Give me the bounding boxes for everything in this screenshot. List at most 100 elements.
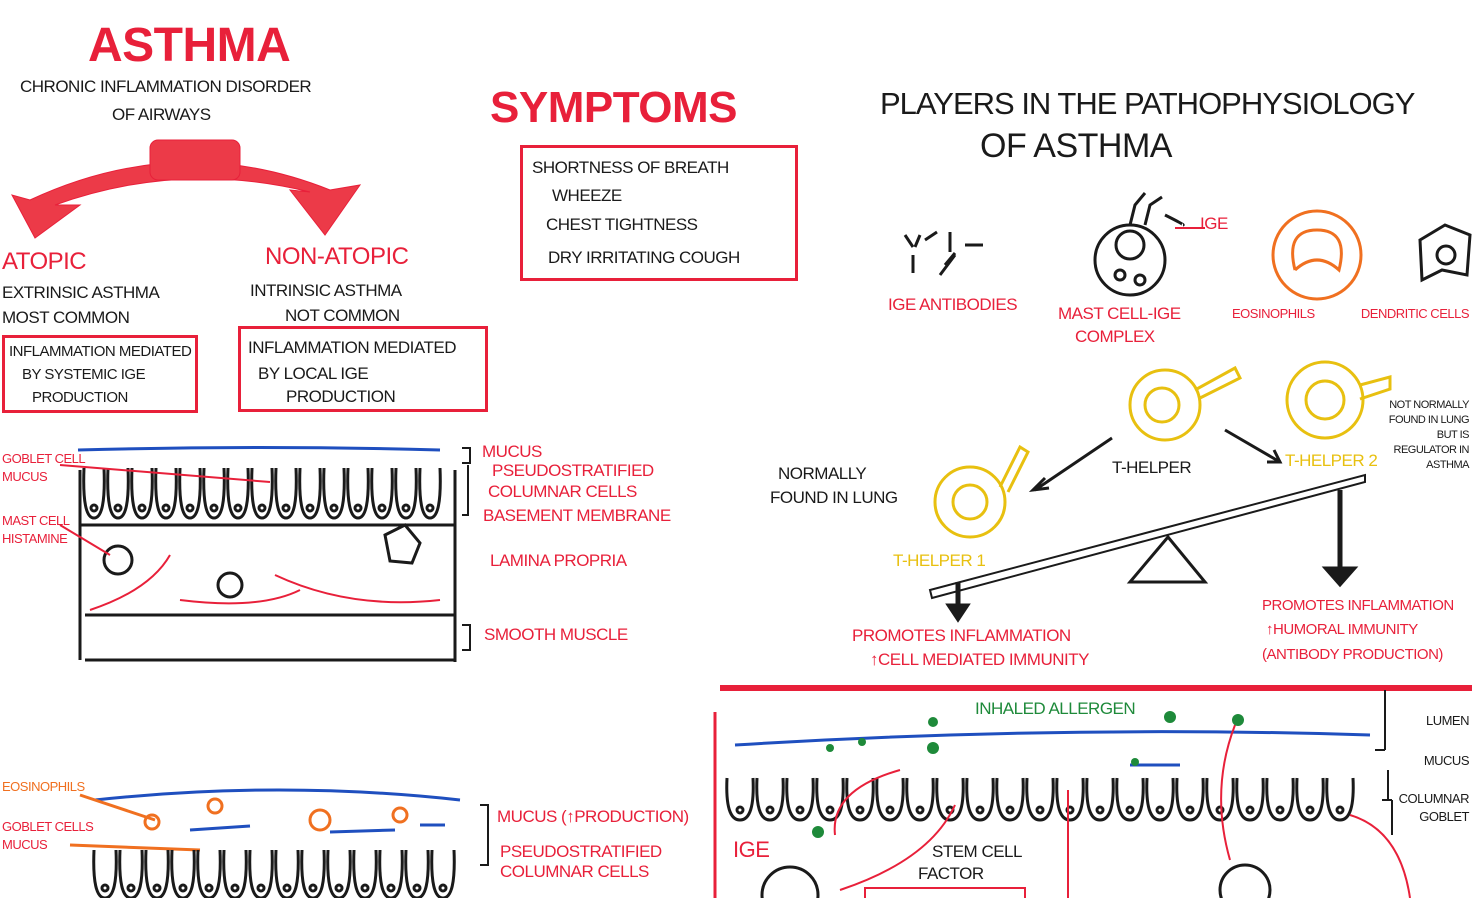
epithelial-cell	[352, 849, 378, 898]
asthmatic-right-label: PSEUDOSTRATIFIED	[500, 842, 662, 861]
asthmatic-right-label: MUCUS (↑PRODUCTION)	[497, 807, 689, 826]
non-atopic-frequency: NOT COMMON	[285, 306, 400, 325]
cell-nucleus	[1035, 805, 1045, 815]
cell-nucleus	[161, 503, 171, 513]
epithelial-cell	[1055, 777, 1085, 822]
asthma-subtitle: CHRONIC INFLAMMATION DISORDER	[20, 77, 312, 96]
epithelial-cell	[1205, 777, 1235, 822]
eosinophils-label: EOSINOPHILS	[2, 779, 85, 794]
cell-nucleus	[1305, 805, 1315, 815]
mast-cell-label-2: COMPLEX	[1075, 327, 1155, 346]
columnar-label: COLUMNAR	[1398, 791, 1470, 806]
cell-nucleus	[1335, 805, 1345, 815]
airway-right-label: BASEMENT MEMBRANE	[483, 506, 671, 525]
cell-nucleus	[915, 805, 925, 815]
epithelial-cell	[298, 467, 322, 520]
epithelial-cell	[82, 467, 106, 520]
cell-nucleus	[185, 503, 195, 513]
t-helper-seesaw	[928, 360, 1392, 623]
epithelial-cell	[1295, 777, 1325, 822]
cell-nucleus	[386, 883, 396, 893]
cell-nucleus	[1095, 805, 1105, 815]
epithelial-cell	[250, 467, 274, 520]
goblet-label: GOBLET	[1419, 809, 1469, 824]
th2-note: BUT IS	[1436, 429, 1470, 441]
eosinophils-player-label: EOSINOPHILS	[1232, 306, 1315, 321]
cell-nucleus	[113, 503, 123, 513]
epithelial-cell	[1175, 777, 1205, 822]
epithelial-cell	[394, 467, 418, 520]
epithelial-cell	[418, 467, 442, 520]
epithelial-cell	[1265, 777, 1295, 822]
epithelial-cell	[378, 849, 404, 898]
epithelial-cell	[965, 777, 995, 822]
cell-nucleus	[230, 883, 240, 893]
cell-nucleus	[257, 503, 267, 513]
symptom-item: DRY IRRITATING COUGH	[548, 248, 740, 267]
cell-nucleus	[178, 883, 188, 893]
asthmatic-right-label: COLUMNAR CELLS	[500, 862, 649, 881]
epithelial-cell	[370, 467, 394, 520]
epithelial-cell	[1115, 777, 1145, 822]
epithelial-cell	[322, 467, 346, 520]
cell-nucleus	[329, 503, 339, 513]
th1-effect: ↑CELL MEDIATED IMMUNITY	[870, 650, 1089, 669]
players-title: PLAYERS IN THE PATHOPHYSIOLOGY	[880, 86, 1415, 121]
epithelial-cell	[785, 777, 815, 822]
epithelial-cell	[130, 467, 154, 520]
cell-nucleus	[975, 805, 985, 815]
t-helper-2-label: T-HELPER 2	[1285, 451, 1378, 470]
cell-nucleus	[137, 503, 147, 513]
epithelial-cell	[1325, 777, 1355, 822]
symptom-item: WHEEZE	[552, 186, 622, 205]
th2-effect: PROMOTES INFLAMMATION	[1262, 597, 1454, 614]
cell-nucleus	[89, 503, 99, 513]
classification-arrow	[11, 139, 362, 239]
symptoms-title: SYMPTOMS	[490, 83, 738, 132]
atopic-title: ATOPIC	[2, 248, 87, 275]
cell-nucleus	[1005, 805, 1015, 815]
ige-pointer-label: IgE	[1200, 214, 1228, 233]
airway-right-label: COLUMNAR CELLS	[488, 482, 637, 501]
symptoms-box	[520, 145, 798, 281]
cell-nucleus	[765, 805, 775, 815]
epithelial-cell	[1085, 777, 1115, 822]
cell-nucleus	[1155, 805, 1165, 815]
airway-left-label: MAST CELL	[2, 513, 70, 528]
atopic-type: EXTRINSIC ASTHMA	[2, 283, 160, 302]
th2-effect: (ANTIBODY PRODUCTION)	[1262, 646, 1443, 663]
epithelial-cell	[144, 849, 170, 898]
ige-label: IgE	[733, 837, 770, 862]
atopic-box-line: PRODUCTION	[32, 389, 128, 406]
mast-cell-label: MAST CELL-IgE	[1058, 304, 1181, 323]
cell-nucleus	[308, 883, 318, 893]
cell-nucleus	[233, 503, 243, 513]
non-atopic-title: NON-ATOPIC	[265, 243, 409, 270]
players-icons	[903, 192, 1472, 301]
dendritic-cells-label: DENDRITIC CELLS	[1360, 306, 1470, 321]
th2-note: FOUND IN LUNG	[1388, 414, 1470, 426]
epithelial-cell	[178, 467, 202, 520]
cell-nucleus	[438, 883, 448, 893]
airway-right-label: PSEUDOSTRATIFIED	[492, 461, 654, 480]
epithelial-cell	[755, 777, 785, 822]
epithelial-cell	[815, 777, 845, 822]
cell-nucleus	[855, 805, 865, 815]
lumen-label: LUMEN	[1425, 713, 1470, 728]
epithelial-cell	[274, 467, 298, 520]
cell-nucleus	[100, 883, 110, 893]
normal-airway-diagram	[59, 446, 471, 662]
cell-nucleus	[425, 503, 435, 513]
epithelial-cell	[995, 777, 1025, 822]
atopic-box-line: BY SYSTEMIC IgE	[22, 366, 146, 383]
atopic-box	[2, 335, 198, 413]
mucus-layer-label: MUCUS	[1423, 753, 1470, 768]
epithelial-cell	[1235, 777, 1265, 822]
cell-nucleus	[1125, 805, 1135, 815]
cell-nucleus	[281, 503, 291, 513]
cell-nucleus	[401, 503, 411, 513]
airway-right-label: MUCUS	[482, 442, 542, 461]
mucus-label: MUCUS	[2, 837, 48, 852]
epithelial-cell	[226, 467, 250, 520]
cell-nucleus	[305, 503, 315, 513]
